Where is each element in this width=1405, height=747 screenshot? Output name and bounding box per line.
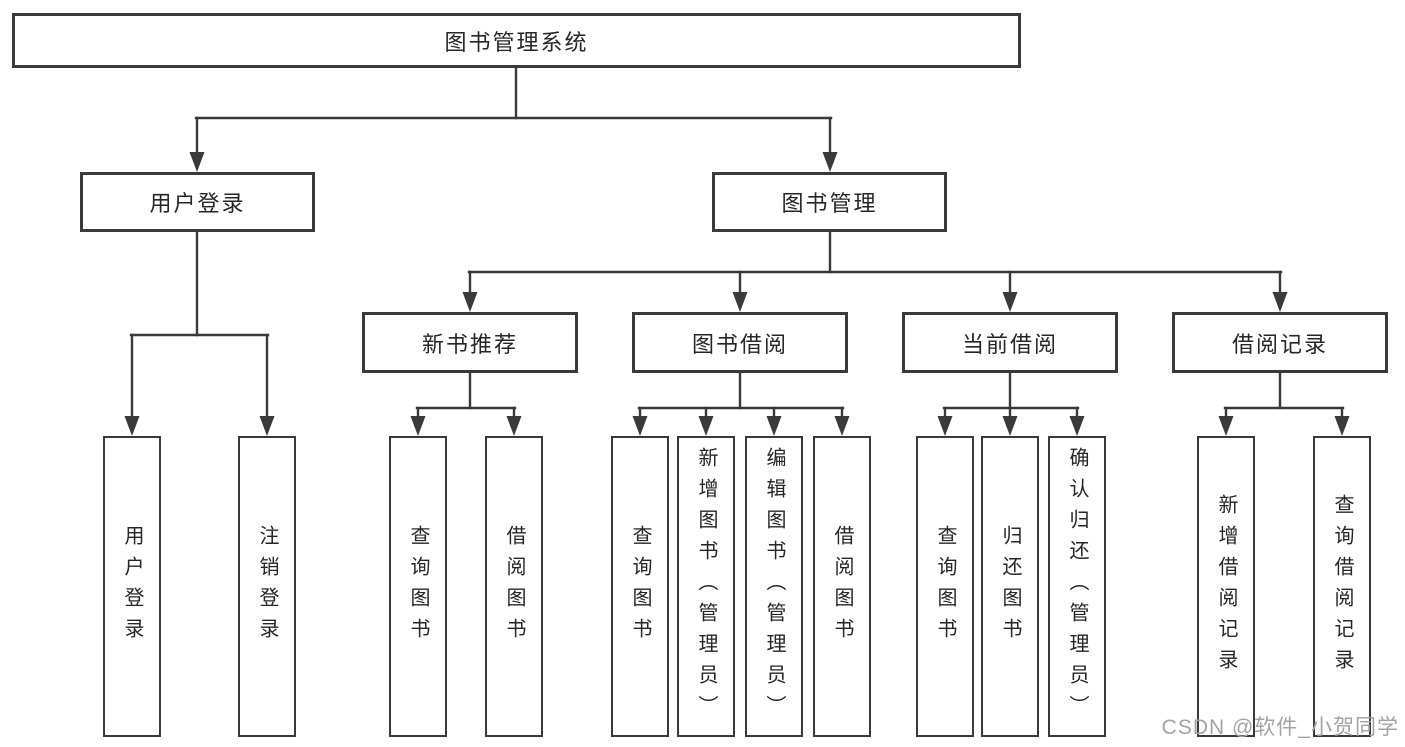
arrowhead [1334, 416, 1350, 436]
connector-user-login-split [124, 229, 275, 436]
node-label: 新书推荐 [421, 331, 518, 357]
leaf-recommend-query-book: 查询图书 [389, 436, 447, 737]
node-label: 查询图书 [629, 524, 651, 649]
node-label: 确认归还（管理员） [1066, 447, 1088, 726]
leaf-logout: 注销登录 [238, 436, 296, 737]
arrowhead [1069, 416, 1085, 436]
arrowhead [732, 292, 748, 312]
node-book-borrow: 图书借阅 [632, 312, 848, 373]
connector-root-split [189, 65, 838, 172]
node-label: 图书管理 [781, 191, 878, 216]
node-label: 图书管理系统 [444, 29, 589, 55]
arrowhead [124, 416, 140, 436]
connector-new-book-split [410, 371, 522, 436]
arrowhead [632, 416, 648, 436]
arrowhead [1272, 292, 1288, 312]
node-label: 新增借阅记录 [1215, 493, 1237, 680]
arrowhead [1002, 416, 1018, 436]
node-label: 查询借阅记录 [1331, 493, 1353, 680]
node-label: 用户登录 [149, 191, 246, 216]
leaf-recommend-borrow-book: 借阅图书 [485, 436, 543, 737]
arrowhead [506, 416, 522, 436]
leaf-borrow-query-book: 查询图书 [611, 436, 669, 737]
leaf-user-login: 用户登录 [103, 436, 161, 737]
node-label: 查询图书 [934, 524, 956, 649]
arrowhead [259, 416, 275, 436]
node-label: 借阅记录 [1231, 331, 1328, 357]
node-user-login: 用户登录 [80, 172, 315, 232]
leaf-current-query-book: 查询图书 [916, 436, 974, 737]
node-book-management: 图书管理 [712, 172, 947, 232]
leaf-records-query-record: 查询借阅记录 [1313, 436, 1371, 737]
node-label: 借阅图书 [831, 524, 853, 649]
arrowhead [462, 292, 478, 312]
leaf-borrow-add-book-admin: 新增图书（管理员） [677, 436, 735, 737]
node-library-system: 图书管理系统 [12, 13, 1021, 68]
node-label: 查询图书 [407, 524, 429, 649]
arrowhead [822, 152, 838, 172]
node-label: 当前借阅 [961, 331, 1058, 357]
arrowhead [410, 416, 426, 436]
leaf-records-add-record: 新增借阅记录 [1197, 436, 1255, 737]
connector-current-borrow-split [937, 371, 1085, 436]
arrowhead [1002, 292, 1018, 312]
arrowhead [1218, 416, 1234, 436]
arrowhead [766, 416, 782, 436]
connector-book-management-split [462, 229, 1288, 312]
node-label: 归还图书 [999, 524, 1021, 649]
node-borrow-records: 借阅记录 [1172, 312, 1388, 373]
node-label: 借阅图书 [503, 524, 525, 649]
node-label: 新增图书（管理员） [695, 447, 717, 726]
node-label: 图书借阅 [691, 331, 788, 357]
leaf-borrow-edit-book-admin: 编辑图书（管理员） [745, 436, 803, 737]
connector-book-borrow-split [632, 371, 850, 436]
leaf-current-confirm-return-admin: 确认归还（管理员） [1048, 436, 1106, 737]
connector-borrow-records-split [1218, 371, 1350, 436]
arrowhead [698, 416, 714, 436]
node-label: 编辑图书（管理员） [763, 447, 785, 726]
csdn-watermark: CSDN @软件_小贺同学 [1161, 716, 1399, 739]
leaf-current-return-book: 归还图书 [981, 436, 1039, 737]
node-label: 用户登录 [121, 524, 143, 649]
arrowhead [189, 152, 205, 172]
arrowhead [937, 416, 953, 436]
arrowhead [834, 416, 850, 436]
node-label: 注销登录 [256, 524, 278, 649]
node-current-borrow: 当前借阅 [902, 312, 1118, 373]
leaf-borrow-borrow-book: 借阅图书 [813, 436, 871, 737]
node-new-book-recommend: 新书推荐 [362, 312, 578, 373]
